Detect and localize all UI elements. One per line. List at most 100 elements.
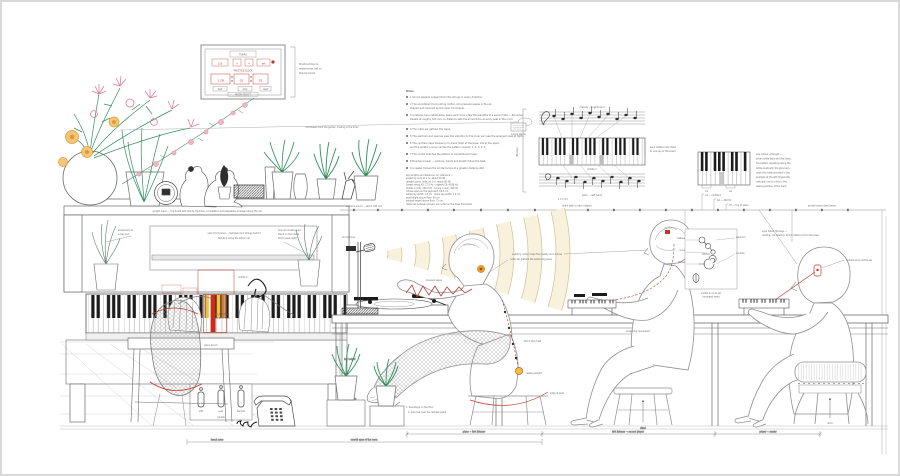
hip-label: resting weight bbox=[526, 372, 542, 375]
pedal-label-soft: soft bbox=[199, 410, 203, 413]
callout-right-3: block (west light) bbox=[278, 237, 297, 240]
listener-arm bbox=[397, 279, 465, 300]
topiary-small bbox=[217, 165, 232, 200]
callout-left-2: a clay pot bbox=[118, 233, 129, 236]
sansevieria-right-edge bbox=[351, 138, 382, 201]
panel-row1-a: 120 bbox=[218, 62, 223, 65]
hands-label-2: middle octave bbox=[214, 317, 230, 320]
hands-label-1: hands at the bbox=[214, 313, 228, 316]
desk-keyboard-2 bbox=[738, 298, 790, 315]
pressure-zigzag bbox=[405, 284, 473, 298]
panel-row1-c: 4 bbox=[248, 62, 250, 65]
piano-top-caption: upright piano — top board with plants, f… bbox=[152, 210, 262, 213]
player-head-label: auditory cortex maps the melody as it ar… bbox=[512, 253, 563, 256]
pedal-label-sost: sost. bbox=[218, 410, 223, 413]
bench-label: piano bench bbox=[204, 344, 218, 347]
listener-brain bbox=[453, 238, 489, 255]
panel-led-3: 35 bbox=[259, 79, 263, 83]
gaze-callout-2: reading, not hearing, at this distance f… bbox=[762, 234, 820, 237]
reader-stool-label: stool bbox=[827, 422, 833, 425]
spine-label: felt in the chest bbox=[524, 340, 541, 343]
note-line: shaped and coloured by the open front pa… bbox=[410, 107, 465, 110]
garland-leader-label: cut flowers from the garden, trailing to… bbox=[305, 126, 358, 129]
foot-label-1: 1. heel stays on the floor bbox=[406, 406, 433, 409]
cable-coil bbox=[247, 278, 295, 316]
panel-mid-label: PRACTICE CLOCK bbox=[234, 70, 253, 73]
treble-notes bbox=[552, 106, 637, 121]
music-example: 88 keys bbox=[516, 106, 677, 201]
turntable bbox=[345, 294, 449, 316]
music-right-label-1: each written note maps bbox=[650, 146, 677, 149]
listener-stool bbox=[468, 395, 548, 426]
tuning-stamp: tuning stamp bbox=[510, 122, 526, 136]
inset-label-eardrum: eardrum bbox=[736, 236, 745, 239]
player-stool: stool bbox=[613, 387, 673, 430]
figurines bbox=[179, 166, 243, 208]
microphone: microphone bbox=[341, 236, 379, 315]
pianist-figure: piano bench bbox=[149, 295, 218, 427]
dimension-lines: piano → first listener first listener → … bbox=[186, 430, 822, 445]
inset-caption-2: (enlarged view) bbox=[702, 295, 719, 298]
step-label-1: C4 — middle C bbox=[705, 194, 722, 197]
panel-led-1: 1:28 bbox=[217, 79, 224, 83]
reader-stool: stool bbox=[793, 361, 869, 425]
middle-c-key-label: middle C bbox=[587, 168, 597, 171]
zigzag-label: pressure wave bbox=[426, 279, 443, 282]
inset-label-stapes: stapes bbox=[678, 261, 686, 264]
bass-label: bass — left hand bbox=[582, 194, 603, 197]
panel-row1-d: set bbox=[262, 62, 265, 65]
panel-btn-stop: stop bbox=[243, 88, 248, 91]
upright-piano: upright piano — top board with plants, f… bbox=[63, 198, 350, 423]
pianist-right-hand bbox=[238, 297, 271, 333]
player-brain-spot bbox=[665, 230, 670, 234]
panel-caption-3: the top board bbox=[299, 72, 316, 75]
octave-caption-left: C4 bbox=[705, 190, 709, 193]
bass-numbers: 1 2 3 4 5 bbox=[558, 198, 568, 201]
panel-bottom-label: MODE SELECT bbox=[235, 93, 251, 96]
flower-garland bbox=[121, 97, 255, 185]
footer-line: Key lengths and distances, for reference… bbox=[406, 174, 454, 177]
reader-head bbox=[797, 246, 851, 304]
player-signal-path bbox=[603, 243, 675, 303]
grass-pot bbox=[121, 127, 169, 207]
player-brain bbox=[654, 226, 686, 251]
panel-btn-start: start bbox=[217, 88, 222, 91]
step-label-2: A4 — 440 Hz bbox=[717, 199, 732, 202]
annotation-baseline: airborne sound — about 343 m/s direct pa… bbox=[340, 205, 886, 454]
note-line: 4 The outer ear gathers the wave. bbox=[410, 128, 451, 131]
hatched-case bbox=[233, 184, 265, 199]
callout-right-2: stand on the cheek bbox=[278, 233, 300, 236]
aloe-pot bbox=[263, 139, 300, 200]
note-line: 8 Muscles answer — posture, hands and br… bbox=[410, 160, 486, 163]
dim-seg-c: player → reader bbox=[759, 431, 776, 434]
floor-plant-2 bbox=[369, 358, 405, 427]
mic-label: microphone bbox=[342, 236, 356, 239]
inset-label-incus: incus bbox=[679, 249, 686, 252]
callout-left-1: sansevieria in bbox=[118, 229, 134, 232]
phone-handset bbox=[253, 395, 292, 406]
octave-text-line: resting position of the hand. bbox=[756, 185, 787, 188]
panel-top-label: TEMPO bbox=[239, 53, 247, 56]
highlighted-keys bbox=[203, 294, 227, 333]
keys-red-callouts bbox=[161, 269, 235, 295]
dim-total: overall span of the room bbox=[351, 439, 378, 442]
topline-label-mid: direct path to each listener bbox=[562, 205, 592, 208]
topline-label-left: airborne sound — about 343 m/s bbox=[346, 205, 383, 208]
pedals-caption: pedals bbox=[217, 416, 225, 419]
octave-caption-right: A4 bbox=[729, 190, 732, 193]
reader-figure bbox=[734, 246, 855, 428]
gaze-line bbox=[771, 271, 816, 303]
note-line: 7 The cortex matches the pattern to reme… bbox=[410, 153, 478, 156]
pianist-torso bbox=[150, 299, 202, 396]
panel-caption-2: metronome, set on bbox=[299, 68, 322, 71]
music-right-label-2: to one key of the board bbox=[650, 150, 676, 153]
inner-plant-right bbox=[295, 223, 323, 287]
notes-heading: Notes bbox=[406, 90, 414, 93]
stepped-callouts bbox=[701, 193, 728, 210]
note-line: 1 Sound spreads outward from the strings… bbox=[410, 96, 483, 99]
panel-btn-reset: reset bbox=[263, 88, 269, 91]
pink-flowers bbox=[90, 75, 200, 128]
floor-plant-1 bbox=[326, 343, 366, 427]
